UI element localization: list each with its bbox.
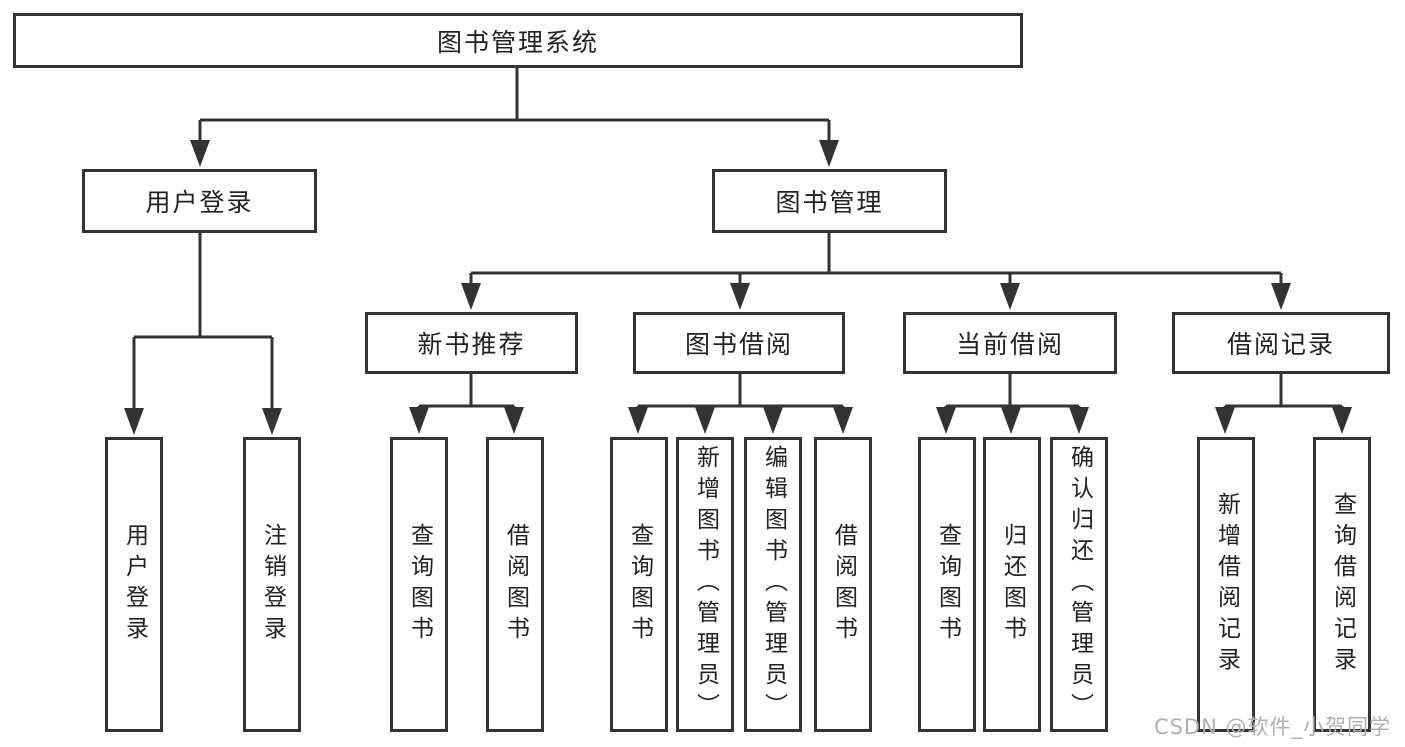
leaf-label: 注销登录: [259, 522, 286, 647]
arrow-down-icon: [409, 407, 429, 434]
node-root-library-system: 图书管理系统: [13, 13, 1023, 68]
leaf-add-borrow-record: 新增借阅记录: [1197, 437, 1255, 732]
arrow-down-icon: [1069, 407, 1089, 434]
leaf-confirm-return-admin: 确认归还（管理员）: [1050, 437, 1108, 732]
leaf-label: 归还图书: [999, 522, 1026, 647]
leaf-return-books: 归还图书: [983, 437, 1041, 732]
arrow-down-icon: [1000, 283, 1020, 310]
leaf-query-borrow-record: 查询借阅记录: [1313, 437, 1371, 732]
leaf-label: 用户登录: [121, 522, 148, 647]
leaf-label: 查询借阅记录: [1329, 491, 1356, 678]
leaf-label: 查询图书: [934, 522, 961, 647]
leaf-label: 借阅图书: [830, 522, 857, 647]
node-current-borrowing: 当前借阅: [903, 312, 1117, 374]
node-book-borrowing: 图书借阅: [633, 312, 845, 374]
arrow-down-icon: [1215, 407, 1235, 434]
arrow-down-icon: [628, 407, 648, 434]
leaf-label: 借阅图书: [502, 522, 529, 647]
arrowheads: [124, 140, 1352, 435]
leaf-edit-books-admin: 编辑图书（管理员）: [744, 437, 802, 732]
leaf-query-books-2: 查询图书: [610, 437, 668, 732]
arrow-down-icon: [190, 140, 210, 167]
csdn-watermark: CSDN @软件_小贺同学: [1153, 715, 1391, 739]
arrow-down-icon: [1271, 283, 1291, 310]
arrow-down-icon: [461, 283, 481, 310]
arrow-down-icon: [262, 408, 282, 435]
arrow-down-icon: [695, 407, 715, 434]
arrow-down-icon: [1332, 407, 1352, 434]
leaf-add-books-admin: 新增图书（管理员）: [676, 437, 734, 732]
arrow-down-icon: [936, 407, 956, 434]
arrow-down-icon: [833, 407, 853, 434]
leaf-label: 查询图书: [626, 522, 653, 647]
leaf-label: 新增借阅记录: [1213, 491, 1240, 678]
leaf-query-books-3: 查询图书: [918, 437, 976, 732]
arrow-down-icon: [124, 408, 144, 435]
leaf-label: 查询图书: [406, 522, 433, 647]
leaf-label: 新增图书（管理员）: [692, 445, 719, 724]
node-user-login: 用户登录: [82, 169, 317, 233]
leaf-label: 确认归还（管理员）: [1066, 445, 1093, 724]
leaf-borrow-books-2: 借阅图书: [814, 437, 872, 732]
node-borrowing-records: 借阅记录: [1172, 312, 1390, 374]
node-book-management: 图书管理: [712, 169, 947, 233]
leaf-query-books-1: 查询图书: [390, 437, 448, 732]
arrow-down-icon: [763, 407, 783, 434]
arrow-down-icon: [1001, 407, 1021, 434]
arrow-down-icon: [504, 407, 524, 434]
leaf-user-login: 用户登录: [105, 437, 163, 732]
arrow-down-icon: [730, 283, 750, 310]
arrow-down-icon: [819, 140, 839, 167]
leaf-borrow-books-1: 借阅图书: [486, 437, 544, 732]
node-new-book-recommendation: 新书推荐: [365, 312, 578, 374]
leaf-logout: 注销登录: [243, 437, 301, 732]
leaf-label: 编辑图书（管理员）: [760, 445, 787, 724]
